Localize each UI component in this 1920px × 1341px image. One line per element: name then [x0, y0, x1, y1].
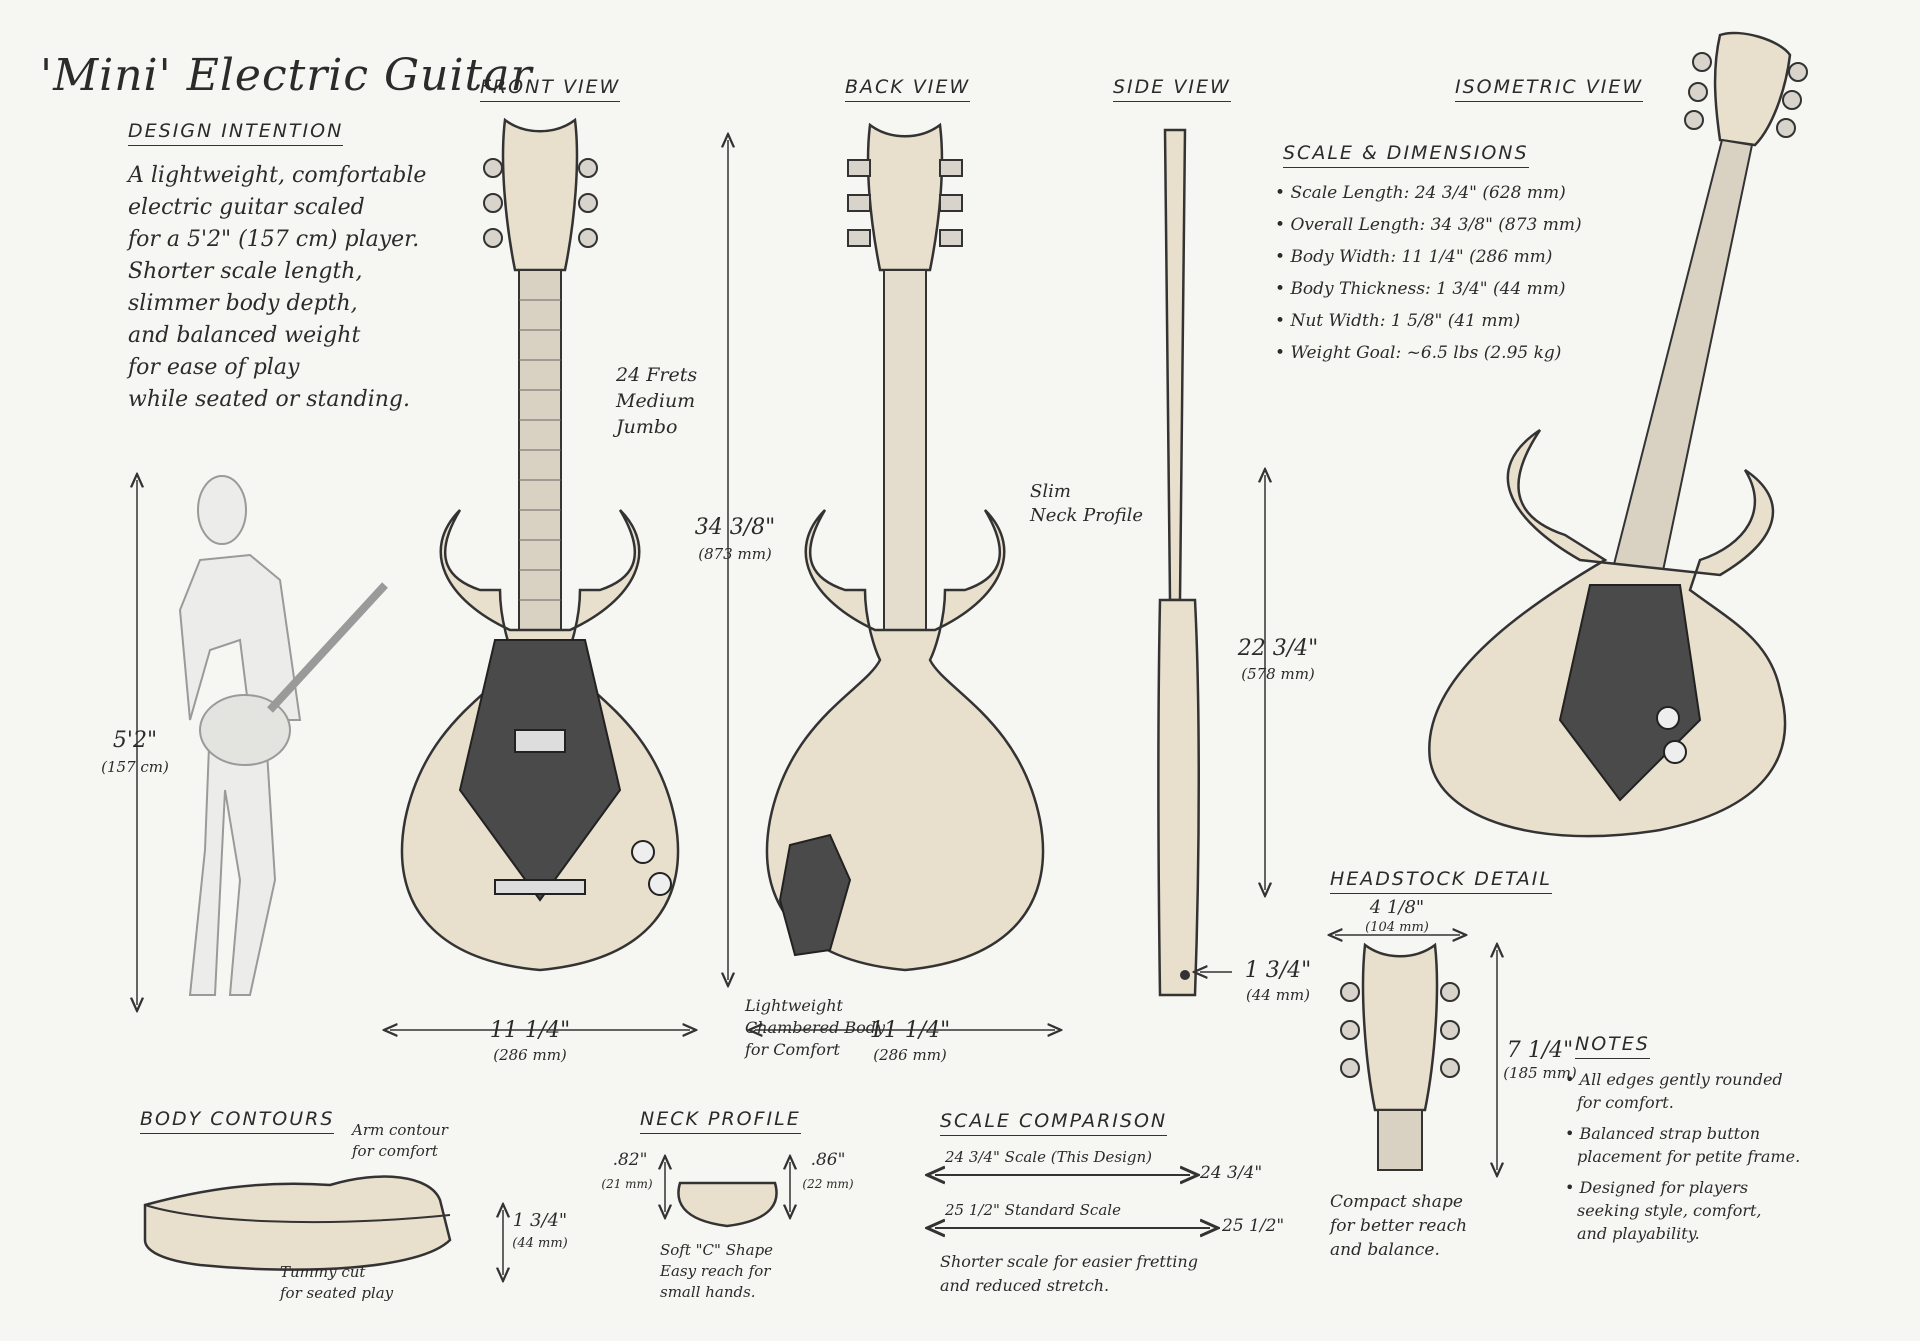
chambered-note: Lightweight Chambered Body for Comfort: [745, 996, 886, 1059]
player-height: 5'2": [112, 728, 158, 753]
spec-item: Weight Goal: ~6.5 lbs (2.95 kg): [1275, 343, 1582, 363]
spec-item: Scale Length: 24 3/4" (628 mm): [1275, 183, 1582, 203]
side-thickness-mm: (44 mm): [1245, 986, 1310, 1004]
back-view-guitar: [765, 122, 1045, 972]
player-figure: [178, 475, 388, 996]
side-view-label: Side View: [1113, 76, 1231, 102]
headstock-height: 7 1/4": [1506, 1038, 1574, 1063]
scale-row-value: 24 3/4": [1200, 1163, 1263, 1183]
player-height-mm: (157 cm): [101, 758, 169, 776]
back-width-mm: (286 mm): [873, 1046, 947, 1064]
headstock-detail-drawing: [1340, 942, 1460, 1171]
body-thickness: 1 3/4": [512, 1210, 568, 1231]
front-view-guitar: [400, 117, 680, 972]
headstock-width-mm: (104 mm): [1365, 920, 1429, 935]
headstock-caption: Compact shape for better reach and balan…: [1330, 1192, 1468, 1260]
body-contours-drawing: [143, 1175, 452, 1271]
spec-item: Overall Length: 34 3/8" (873 mm): [1275, 215, 1581, 235]
spec-item: Body Thickness: 1 3/4" (44 mm): [1275, 279, 1582, 299]
front-view-label: Front View: [480, 76, 621, 102]
scale-comparison-heading: Scale Comparison: [940, 1110, 1168, 1136]
spec-item: Body Width: 11 1/4" (286 mm): [1275, 247, 1582, 267]
body-contours-heading: Body Contours: [140, 1108, 335, 1134]
headstock-heading: Headstock Detail: [1330, 868, 1552, 894]
side-view-guitar: [1157, 128, 1200, 997]
neck-right-mm: (22 mm): [802, 1177, 854, 1191]
body-thickness-mm: (44 mm): [512, 1236, 568, 1251]
tummy-cut-note: Tummy cut for seated play: [280, 1263, 394, 1302]
notes-heading: Notes: [1575, 1033, 1650, 1059]
neck-left-value: .82": [612, 1150, 648, 1170]
scale-row-label: 25 1/2" Standard Scale: [945, 1201, 1121, 1219]
design-text: A lightweight, comfortable electric guit…: [128, 163, 427, 412]
note-item: Balanced strap button placement for peti…: [1565, 1122, 1800, 1168]
headstock-width: 4 1/8": [1369, 897, 1425, 918]
neck-left-mm: (21 mm): [601, 1177, 653, 1191]
page-title: 'Mini' Electric Guitar: [40, 50, 533, 101]
scale-row-label: 24 3/4" Scale (This Design): [945, 1148, 1153, 1166]
neck-profile-caption: Soft "C" Shape Easy reach for small hand…: [660, 1241, 774, 1301]
side-thickness: 1 3/4": [1244, 958, 1312, 983]
side-length-mm: (578 mm): [1241, 665, 1315, 683]
note-item: All edges gently rounded for comfort.: [1565, 1068, 1800, 1114]
frets-note: 24 Frets Medium Jumbo: [616, 364, 698, 438]
design-heading: Design Intention: [128, 120, 344, 146]
overall-length-mm: (873 mm): [698, 545, 772, 563]
notes-list: All edges gently rounded for comfort. Ba…: [1565, 1068, 1800, 1253]
specs-heading: Scale & Dimensions: [1283, 142, 1529, 168]
overall-length: 34 3/8": [694, 515, 776, 540]
note-item: Designed for players seeking style, comf…: [1565, 1176, 1800, 1245]
specs-list: Scale Length: 24 3/4" (628 mm) Overall L…: [1275, 183, 1582, 375]
scale-row-value: 25 1/2": [1222, 1216, 1285, 1236]
neck-profile-heading: Neck Profile: [640, 1108, 801, 1134]
slim-neck-note: Slim Neck Profile: [1030, 481, 1144, 526]
isometric-view-guitar: [1428, 31, 1808, 838]
neck-profile-drawing: [677, 1181, 778, 1228]
back-view-label: Back View: [845, 76, 971, 102]
arm-contour-note: Arm contour for comfort: [352, 1121, 448, 1160]
headstock-height-mm: (185 mm): [1503, 1064, 1577, 1082]
back-width: 11 1/4": [869, 1018, 951, 1043]
spec-item: Nut Width: 1 5/8" (41 mm): [1275, 311, 1582, 331]
front-width-mm: (286 mm): [493, 1046, 567, 1064]
side-length: 22 3/4": [1237, 636, 1319, 661]
neck-right-value: .86": [810, 1150, 846, 1170]
isometric-view-label: Isometric View: [1455, 76, 1644, 102]
scale-comparison-caption: Shorter scale for easier fretting and re…: [940, 1252, 1198, 1295]
front-width: 11 1/4": [489, 1018, 571, 1043]
